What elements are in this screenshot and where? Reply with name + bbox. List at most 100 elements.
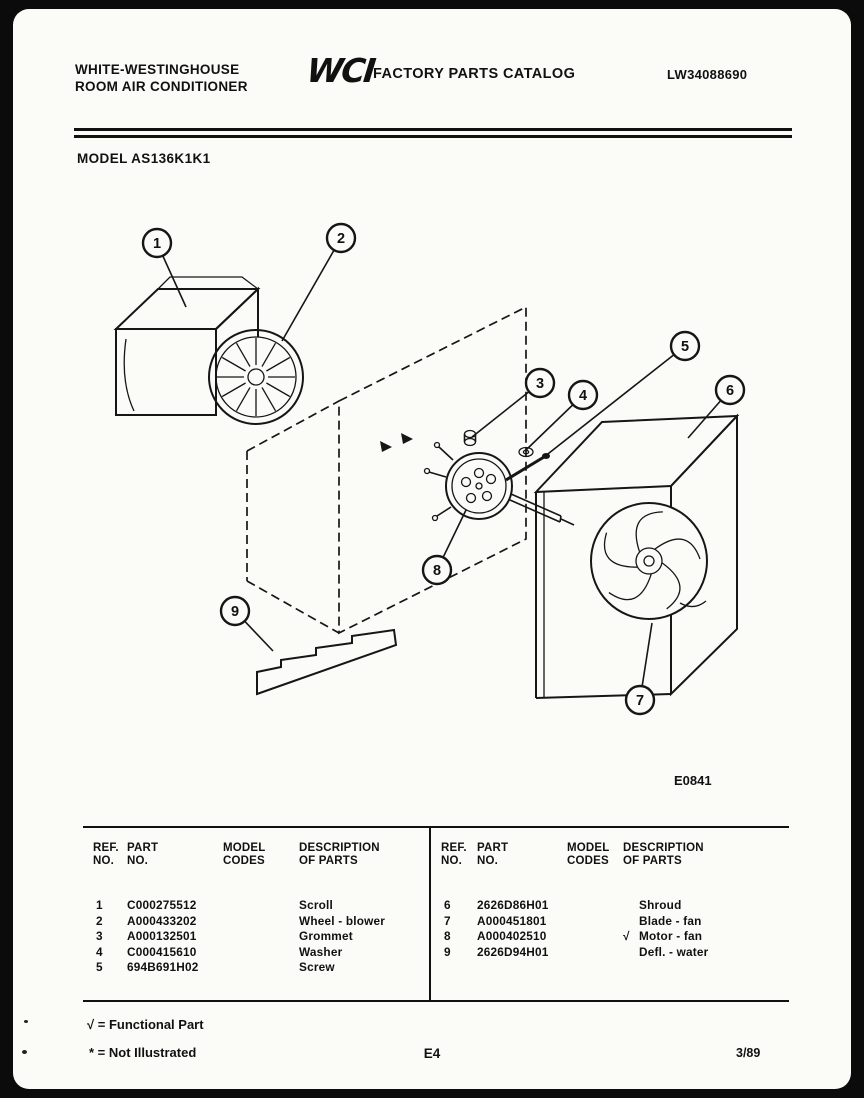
ref-no: 7 (444, 913, 451, 928)
callout-number: 9 (231, 604, 239, 620)
model-number-label: MODEL AS136K1K1 (77, 151, 211, 166)
model-code (223, 960, 299, 976)
fan-motor (423, 441, 575, 526)
water-deflector-part (256, 628, 398, 696)
table-row: 7 A000451801 Blade - fan (441, 914, 783, 930)
col-model-header: MODEL CODES (223, 842, 266, 867)
revision-date: 3/89 (736, 1046, 761, 1060)
model-code (567, 929, 623, 945)
model-code (223, 945, 299, 961)
part-no: A000433202 (127, 913, 197, 928)
brand-header: WHITE-WESTINGHOUSE ROOM AIR CONDITIONER (75, 61, 248, 95)
ref-no: 5 (96, 960, 103, 975)
parts-table-left: REF. NO. PART NO. MODEL CODES DESCRIPTIO… (93, 828, 421, 976)
grommet-part (463, 429, 477, 447)
scan-artifact (24, 1020, 28, 1023)
model-code (567, 945, 623, 961)
brand-line1: WHITE-WESTINGHOUSE (75, 62, 240, 77)
part-description: Scroll (299, 898, 333, 912)
brand-line2: ROOM AIR CONDITIONER (75, 79, 248, 94)
part-no: 2626D86H01 (477, 898, 549, 912)
col-model-header: MODEL CODES (567, 842, 610, 867)
model-code (567, 914, 623, 930)
table-row: 5 694B691H02 Screw (93, 960, 421, 976)
part-no: 694B691H02 (127, 960, 199, 975)
callout-3: 3 (471, 367, 556, 438)
table-header-left: REF. NO. PART NO. MODEL CODES DESCRIPTIO… (93, 842, 421, 868)
callout-9: 9 (219, 595, 274, 652)
callout-1: 1 (141, 227, 187, 308)
legend-not-illustrated: * = Not Illustrated (89, 1045, 197, 1060)
callout-number: 7 (636, 693, 644, 709)
part-no: A000402510 (477, 929, 547, 944)
col-ref-header: REF. NO. (441, 842, 467, 867)
part-description: Blade - fan (639, 913, 702, 928)
callout-number: 1 (153, 236, 161, 252)
table-row: 8 A000402510 √ Motor - fan (441, 929, 783, 945)
ref-no: 1 (96, 898, 103, 912)
callout-5: 5 (543, 330, 701, 458)
screw-part (505, 453, 550, 482)
ref-no: 4 (96, 944, 103, 959)
ref-no: 6 (444, 898, 451, 912)
ref-no: 2 (96, 913, 103, 928)
parts-table-right: REF. NO. PART NO. MODEL CODES DESCRIPTIO… (441, 828, 783, 960)
bulkhead-panel-dashed (246, 305, 527, 635)
ref-no: 8 (444, 929, 451, 944)
col-desc-header: DESCRIPTION OF PARTS (299, 842, 380, 867)
catalog-title: FACTORY PARTS CATALOG (373, 66, 576, 82)
callout-number: 6 (726, 383, 734, 399)
table-center-divider (429, 828, 431, 1000)
part-no: C000275512 (127, 898, 197, 912)
table-row: 3 A000132501 Grommet (93, 929, 421, 945)
callout-2: 2 (281, 222, 357, 342)
callout-number: 3 (536, 376, 544, 392)
page-number: E4 (423, 1046, 441, 1061)
part-no: C000415610 (127, 944, 197, 959)
part-no: A000451801 (477, 913, 547, 928)
callout-4: 4 (525, 379, 599, 451)
functional-flag (623, 945, 639, 961)
scroll-housing (113, 276, 261, 416)
ref-no: 9 (444, 944, 451, 959)
table-row: 2 A000433202 Wheel - blower (93, 914, 421, 930)
functional-flag (623, 914, 639, 930)
table-row: 6 2626D86H01 Shroud (441, 898, 783, 914)
legend-functional-part: √ = Functional Part (87, 1017, 204, 1032)
col-part-header: PART NO. (127, 842, 159, 867)
part-description: Motor - fan (639, 929, 703, 944)
part-no: 2626D94H01 (477, 944, 549, 959)
catalog-page: WHITE-WESTINGHOUSE ROOM AIR CONDITIONER … (13, 9, 851, 1089)
callout-6: 6 (687, 374, 746, 439)
callout-7: 7 (624, 622, 656, 716)
col-desc-header: DESCRIPTION OF PARTS (623, 842, 704, 867)
figure-code: E0841 (674, 773, 712, 788)
exploded-parts-diagram: 1 2 3 4 5 6 7 8 (113, 222, 746, 788)
table-row: 9 2626D94H01 Defl. - water (441, 945, 783, 961)
table-header-right: REF. NO. PART NO. MODEL CODES DESCRIPTIO… (441, 842, 783, 868)
col-ref-header: REF. NO. (93, 842, 119, 867)
callout-number: 5 (681, 339, 689, 355)
ref-no: 3 (96, 929, 103, 944)
direction-arrow (401, 433, 413, 444)
functional-flag: √ (623, 929, 630, 944)
model-code (223, 898, 299, 914)
publication-number: LW34088690 (667, 67, 748, 82)
wci-logo: WCI (304, 51, 376, 90)
callout-number: 8 (433, 563, 441, 579)
table-row: 1 C000275512 Scroll (93, 898, 421, 914)
part-description: Washer (299, 944, 343, 959)
scan-artifact (22, 1050, 27, 1054)
model-code (223, 929, 299, 945)
model-code (567, 898, 623, 914)
blower-wheel (208, 329, 304, 425)
part-description: Shroud (639, 898, 682, 912)
washer-part (518, 446, 534, 458)
header-double-rule (74, 128, 792, 138)
part-description: Screw (299, 960, 335, 975)
part-description: Wheel - blower (299, 913, 386, 928)
table-row: 4 C000415610 Washer (93, 945, 421, 961)
model-code (223, 914, 299, 930)
part-description: Grommet (299, 929, 353, 944)
callout-number: 2 (337, 231, 345, 247)
